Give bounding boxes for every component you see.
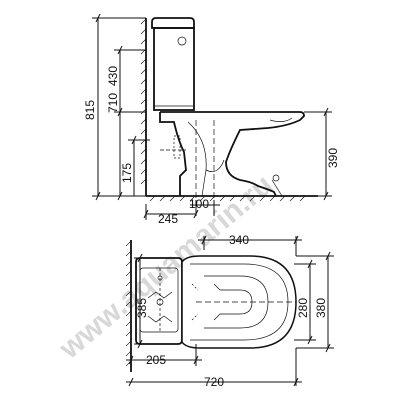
wall-hatching-top xyxy=(125,240,132,367)
dim-bowl-length: 340 xyxy=(229,233,249,247)
side-view: 815 430 710 175 390 100 245 xyxy=(83,13,340,226)
dim-tank-top-height: 710 xyxy=(106,93,120,113)
dim-outlet-width: 100 xyxy=(189,197,209,211)
dim-outlet-offset: 245 xyxy=(158,212,178,226)
dim-seat-height: 390 xyxy=(326,148,340,168)
dim-tank-height: 430 xyxy=(106,66,120,86)
bowl-top xyxy=(181,255,297,349)
cistern-side xyxy=(151,17,195,111)
bowl-side xyxy=(159,111,305,197)
top-view: 340 385 280 380 205 720 xyxy=(125,233,334,389)
dim-total-length: 720 xyxy=(204,375,224,389)
dim-total-height: 815 xyxy=(83,100,97,120)
dim-bowl-width-inner: 280 xyxy=(296,298,310,318)
dim-tank-offset: 205 xyxy=(146,353,166,367)
dim-tank-depth: 385 xyxy=(135,298,149,318)
dim-outlet-height: 175 xyxy=(120,163,134,183)
dim-bowl-width-outer: 380 xyxy=(314,298,328,318)
